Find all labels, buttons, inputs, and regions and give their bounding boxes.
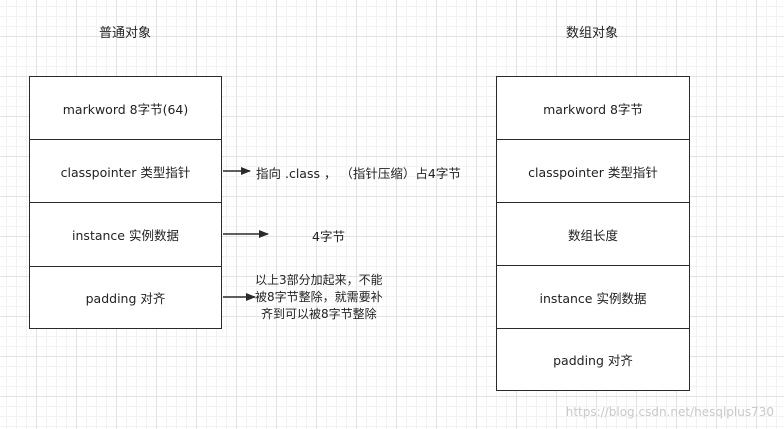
padding-note: 以上3部分加起来，不能 被8字节整除，就需要补 齐到可以被8字节整除: [255, 272, 383, 323]
ordinary-markword-cell: markword 8字节(64): [30, 77, 221, 140]
padding-note-line-3: 齐到可以被8字节整除: [261, 307, 377, 321]
padding-note-line-2: 被8字节整除，就需要补: [255, 290, 383, 304]
ordinary-classpointer-cell: classpointer 类型指针: [30, 140, 221, 203]
array-length-cell: 数组长度: [497, 203, 689, 266]
array-object-layout: markword 8字节 classpointer 类型指针 数组长度 inst…: [496, 76, 690, 391]
array-markword-cell: markword 8字节: [497, 77, 689, 140]
array-classpointer-cell: classpointer 类型指针: [497, 140, 689, 203]
ordinary-object-title: 普通对象: [99, 26, 152, 41]
instance-size-note: 4字节: [312, 229, 345, 244]
array-padding-cell: padding 对齐: [553, 352, 633, 368]
padding-note-line-1: 以上3部分加起来，不能: [255, 273, 383, 287]
watermark-text: https://blog.csdn.net/hesqlplus730: [565, 405, 774, 419]
array-instance-cell: instance 实例数据: [497, 266, 689, 329]
ordinary-padding-cell: padding 对齐: [85, 290, 166, 306]
ordinary-instance-cell: instance 实例数据: [30, 203, 221, 267]
array-object-title: 数组对象: [566, 26, 619, 41]
ordinary-object-layout: markword 8字节(64) classpointer 类型指针 insta…: [29, 76, 222, 329]
classpointer-note: 指向 .class ， （指针压缩）占4字节: [256, 166, 461, 181]
